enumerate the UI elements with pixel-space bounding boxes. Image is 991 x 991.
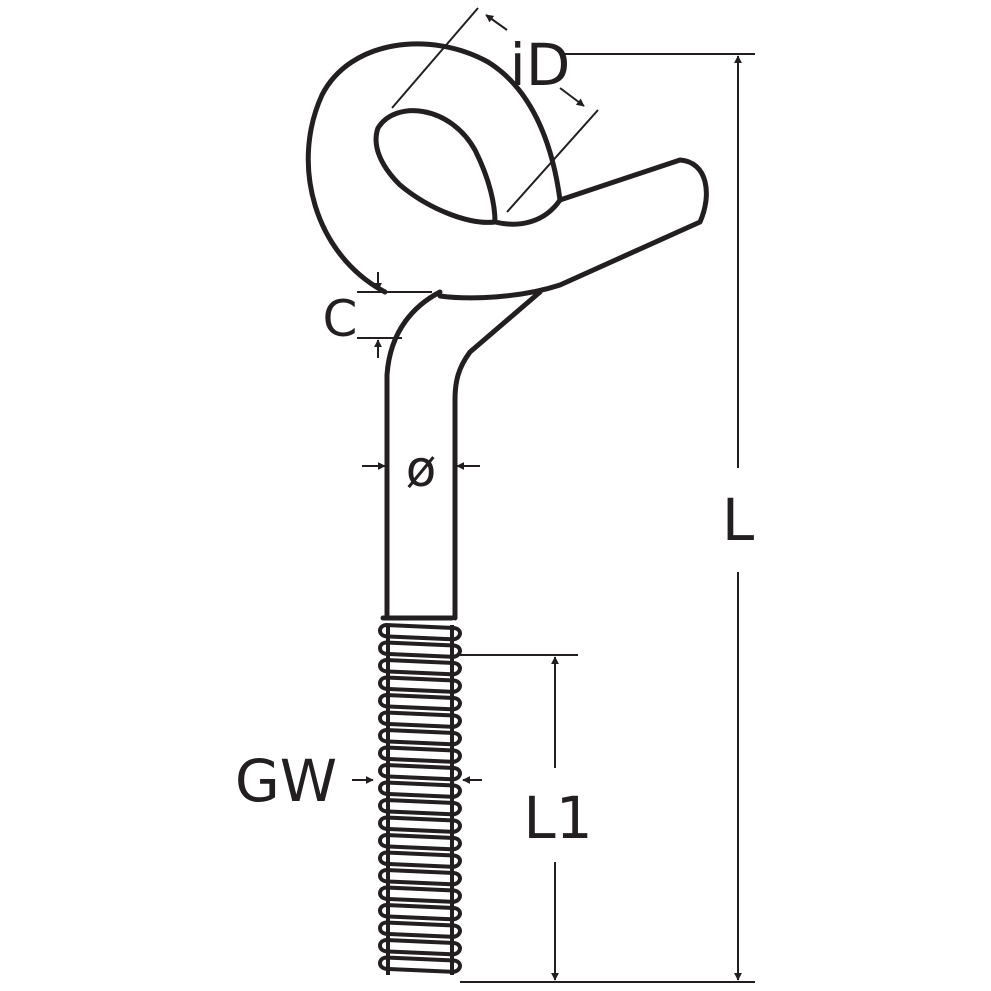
thread-tooth	[378, 693, 462, 712]
thread-tooth	[378, 850, 462, 869]
loop-outer-contour	[305, 41, 709, 301]
loop-inner-eye	[373, 108, 498, 225]
thread-tooth	[378, 780, 462, 799]
dim-inner-diameter	[391, 7, 599, 213]
label-overall-length: L	[722, 486, 754, 554]
dim-thread-length	[460, 654, 578, 981]
thread-tooth	[378, 920, 462, 939]
thread-tooth	[378, 658, 462, 677]
dim-overall-length	[460, 53, 755, 983]
thread-tooth	[378, 763, 462, 782]
label-thread-size: GW	[235, 747, 337, 815]
thread-tooth	[378, 868, 462, 887]
thread-tooth	[378, 710, 462, 729]
thread-tooth	[378, 833, 462, 852]
thread-tooth	[378, 675, 462, 694]
thread-teeth	[378, 623, 462, 975]
shank-left-edge	[384, 289, 443, 621]
thread-tooth	[378, 745, 462, 764]
thread-tooth	[378, 640, 462, 659]
thread-tooth	[378, 728, 462, 747]
label-gap: C	[323, 290, 358, 348]
thread-tooth	[378, 938, 462, 957]
thread-tooth	[378, 885, 462, 904]
loop-crossover	[492, 197, 563, 227]
label-inner-diameter: iD	[510, 31, 571, 99]
thread-tooth	[378, 955, 462, 974]
hook-body	[305, 41, 709, 621]
thread-tooth	[378, 798, 462, 817]
thread-core	[386, 625, 454, 975]
shank-right-edge	[452, 289, 543, 621]
thread-tooth	[378, 623, 462, 642]
thread-tooth	[378, 815, 462, 834]
dim-gap	[357, 272, 432, 358]
label-thread-length: L1	[523, 784, 592, 852]
thread-tooth	[378, 903, 462, 922]
label-wire-diameter: ø	[406, 440, 437, 498]
